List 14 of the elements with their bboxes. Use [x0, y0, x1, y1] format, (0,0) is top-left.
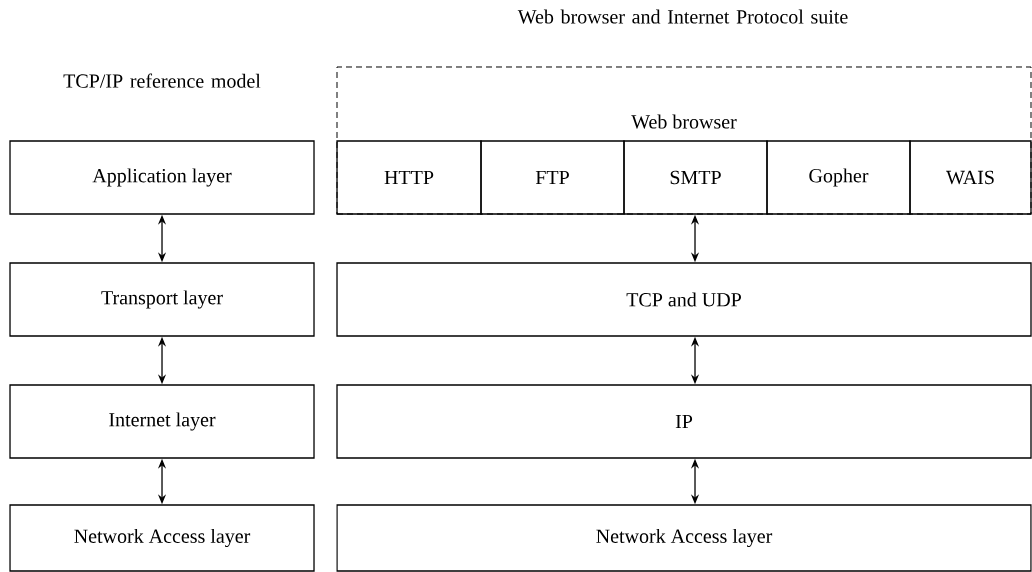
- process-box: Network Access layer: [336, 504, 1032, 572]
- process-box: Application layer: [9, 140, 315, 215]
- heading: TCP/IP reference model: [63, 73, 261, 88]
- heading: Web browser and Internet Protocol suite: [517, 9, 848, 24]
- process-box: TCP and UDP: [336, 262, 1032, 337]
- process-box: Network Access layer: [9, 504, 315, 572]
- protocol-box: Gopher: [766, 140, 911, 215]
- protocol-box: WAIS: [909, 140, 1032, 215]
- process-box: Transport layer: [9, 262, 315, 337]
- protocol-box: FTP: [480, 140, 625, 215]
- protocol-box: SMTP: [623, 140, 768, 215]
- process-box: IP: [336, 384, 1032, 459]
- protocol-box: HTTP: [336, 140, 482, 215]
- process-box: Internet layer: [9, 384, 315, 459]
